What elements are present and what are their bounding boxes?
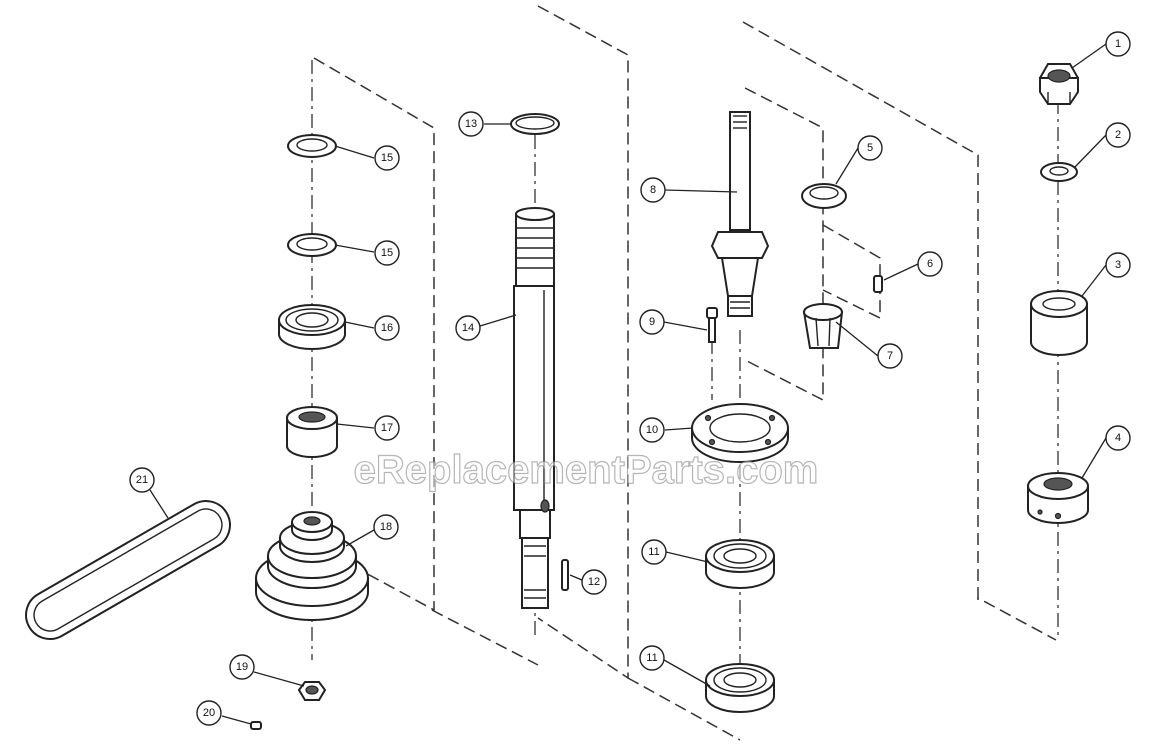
part-4-collar [1027, 472, 1089, 524]
part-13-snap-ring [510, 113, 560, 135]
svg-text:20: 20 [203, 707, 215, 719]
part-6-pin [873, 275, 883, 293]
callout-2: 2 [1105, 122, 1131, 148]
callout-14: 14 [455, 315, 481, 341]
callout-10: 10 [639, 417, 665, 443]
svg-text:6: 6 [927, 258, 933, 270]
svg-text:11: 11 [648, 546, 659, 558]
svg-text:15: 15 [381, 247, 393, 259]
part-16-bearing [278, 304, 346, 350]
part-15-washer-upper [287, 134, 337, 158]
callout-17: 17 [374, 415, 400, 441]
callout-6: 6 [917, 251, 943, 277]
part-19-nut [297, 681, 327, 701]
callout-15-lower: 15 [374, 240, 400, 266]
leader-lines [149, 43, 1107, 725]
part-9-screw [706, 307, 718, 343]
center-axes [311, 60, 1059, 690]
part-8-spindle-arbor [710, 111, 770, 317]
svg-text:4: 4 [1115, 432, 1121, 444]
part-7-collet [802, 303, 844, 349]
svg-text:3: 3 [1115, 259, 1121, 271]
svg-text:18: 18 [380, 521, 392, 533]
svg-text:16: 16 [381, 322, 393, 334]
part-3-bushing [1030, 290, 1088, 356]
part-14-quill-shaft [513, 207, 555, 609]
part-20-set-screw [250, 721, 262, 730]
callout-18: 18 [373, 514, 399, 540]
part-5-ring [801, 183, 847, 209]
svg-text:7: 7 [887, 350, 893, 362]
part-17-spacer [286, 406, 338, 458]
part-18-stepped-pulley [255, 511, 369, 621]
svg-text:14: 14 [462, 322, 474, 334]
svg-text:17: 17 [381, 422, 393, 434]
svg-text:5: 5 [867, 142, 873, 154]
svg-text:10: 10 [646, 424, 658, 436]
watermark-text: eReplacementParts.com [354, 448, 819, 492]
svg-text:2: 2 [1115, 129, 1121, 141]
part-2-washer [1040, 162, 1078, 182]
callout-12: 12 [581, 569, 607, 595]
svg-text:8: 8 [650, 184, 656, 196]
callout-16: 16 [374, 315, 400, 341]
callout-11-lower: 11 [639, 645, 665, 671]
svg-text:15: 15 [381, 152, 393, 164]
svg-text:11: 11 [646, 652, 657, 664]
part-21-belt [25, 500, 231, 640]
callout-7: 7 [877, 343, 903, 369]
svg-text:21: 21 [136, 474, 148, 486]
callout-13: 13 [458, 111, 484, 137]
callout-21: 21 [129, 467, 155, 493]
callout-4: 4 [1105, 425, 1131, 451]
callout-5: 5 [857, 135, 883, 161]
svg-text:13: 13 [465, 118, 477, 130]
callout-1: 1 [1105, 31, 1131, 57]
callout-19: 19 [229, 654, 255, 680]
callout-11-upper: 11 [641, 539, 667, 565]
part-11-bearing-lower [705, 663, 775, 713]
svg-text:12: 12 [588, 576, 600, 588]
svg-text:19: 19 [236, 661, 248, 673]
part-1-hex-nut [1038, 63, 1080, 105]
part-12-key [561, 559, 569, 591]
part-15-washer-lower [287, 233, 337, 257]
callout-9: 9 [639, 309, 665, 335]
assembly-frames [313, 5, 1057, 741]
part-11-bearing-upper [705, 539, 775, 589]
callout-20: 20 [196, 700, 222, 726]
callout-15-upper: 15 [374, 145, 400, 171]
callout-3: 3 [1105, 252, 1131, 278]
svg-text:1: 1 [1115, 38, 1121, 50]
callout-8: 8 [640, 177, 666, 203]
svg-text:9: 9 [649, 316, 655, 328]
part-10-flange [691, 403, 789, 463]
